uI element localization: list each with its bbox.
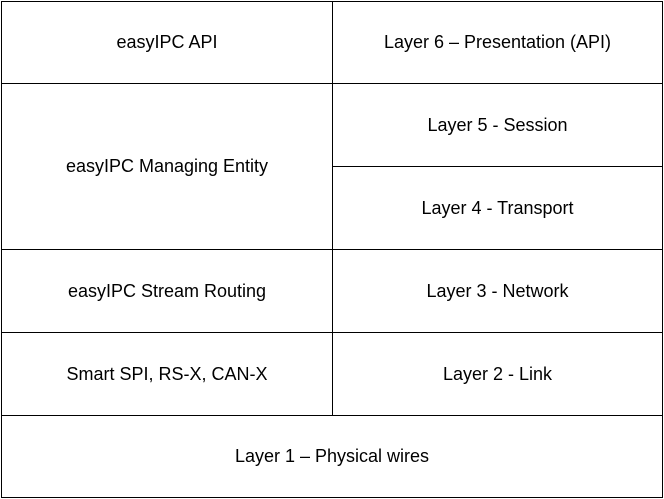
layer-2-label: Layer 2 - Link [442,363,553,384]
easyipc-stream-routing-label: easyIPC Stream Routing [67,280,267,301]
layer-4-cell: Layer 4 - Transport [332,166,663,250]
smart-spi-label: Smart SPI, RS-X, CAN-X [66,363,268,384]
layer-6-cell: Layer 6 – Presentation (API) [332,1,663,84]
layer-5-label: Layer 5 - Session [427,114,568,135]
easyipc-stream-routing-cell: easyIPC Stream Routing [1,249,333,333]
easyipc-managing-entity-label: easyIPC Managing Entity [65,156,269,176]
layer-1-cell: Layer 1 – Physical wires [1,415,663,498]
layer-6-label: Layer 6 – Presentation (API) [383,32,612,52]
easyipc-api-cell: easyIPC API [1,1,333,84]
layer-2-cell: Layer 2 - Link [332,332,663,416]
layer-3-label: Layer 3 - Network [426,280,569,301]
layer-1-label: Layer 1 – Physical wires [234,446,430,466]
layer-3-cell: Layer 3 - Network [332,249,663,333]
layer-4-label: Layer 4 - Transport [421,197,574,218]
easyipc-api-label: easyIPC API [116,32,218,52]
easyipc-managing-entity-cell: easyIPC Managing Entity [1,83,333,250]
layer-5-cell: Layer 5 - Session [332,83,663,167]
smart-spi-cell: Smart SPI, RS-X, CAN-X [1,332,333,416]
